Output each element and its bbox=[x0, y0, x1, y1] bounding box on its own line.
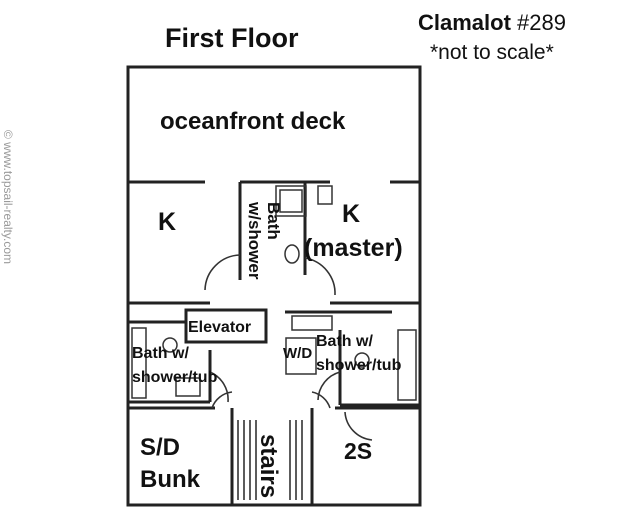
left-bath-label: Bath w/ shower/tub bbox=[132, 346, 217, 386]
listing-name-text: Clamalot bbox=[418, 10, 511, 35]
door-swing bbox=[204, 254, 241, 291]
sink-fixture bbox=[354, 352, 370, 368]
elevator-label: Elevator bbox=[188, 319, 252, 336]
left-king-label: K bbox=[158, 208, 177, 236]
toilet-fixture bbox=[175, 377, 201, 397]
right-bath-label: Bath w/ shower/tub bbox=[316, 334, 401, 374]
door-swing bbox=[209, 371, 229, 403]
door-swing bbox=[304, 257, 336, 296]
door-swing bbox=[317, 371, 341, 401]
master-king-sub: (master) bbox=[304, 234, 403, 262]
master-king-letter: K bbox=[342, 200, 361, 228]
closet bbox=[317, 185, 333, 205]
stairs-label: stairs bbox=[255, 434, 282, 499]
watermark: © www.topsail-realty.com bbox=[0, 92, 16, 302]
vanity-fixture bbox=[291, 315, 333, 331]
center-bath-label: Bath w/shower bbox=[245, 202, 283, 294]
listing-number: #289 bbox=[517, 10, 566, 35]
tub-fixture bbox=[131, 327, 147, 399]
floor-title: First Floor bbox=[165, 23, 299, 53]
deck-label: oceanfront deck bbox=[160, 108, 346, 135]
scale-note: *not to scale* bbox=[430, 41, 554, 64]
two-singles-label: 2S bbox=[344, 438, 373, 464]
listing-name: Clamalot #289 bbox=[418, 12, 566, 34]
toilet-fixture bbox=[284, 244, 300, 264]
outer-wall bbox=[126, 65, 422, 507]
bunk-label: S/D Bunk bbox=[140, 432, 200, 496]
center-bath-line1: Bath bbox=[264, 202, 283, 240]
tub-fixture bbox=[397, 329, 417, 401]
elevator-shaft bbox=[184, 308, 268, 344]
washer-dryer-fixture bbox=[285, 337, 317, 375]
bunk-line1: S/D bbox=[140, 434, 181, 461]
right-bath-line2: shower/tub bbox=[316, 357, 402, 374]
door-swing bbox=[211, 391, 233, 409]
left-bath-line2: shower/tub bbox=[132, 369, 218, 386]
washer-dryer-label: W/D bbox=[283, 345, 313, 362]
closet bbox=[275, 185, 307, 217]
center-bath-line2: w/shower bbox=[245, 202, 264, 280]
shower-fixture bbox=[279, 189, 303, 213]
sink-fixture bbox=[162, 337, 178, 353]
door-swing bbox=[311, 391, 331, 409]
bunk-line2: Bunk bbox=[140, 466, 200, 493]
right-bath-line1: Bath w/ bbox=[316, 333, 373, 350]
left-bath-line1: Bath w/ bbox=[132, 345, 189, 362]
watermark-text: © www.topsail-realty.com bbox=[1, 130, 15, 264]
door-swing bbox=[344, 411, 373, 441]
